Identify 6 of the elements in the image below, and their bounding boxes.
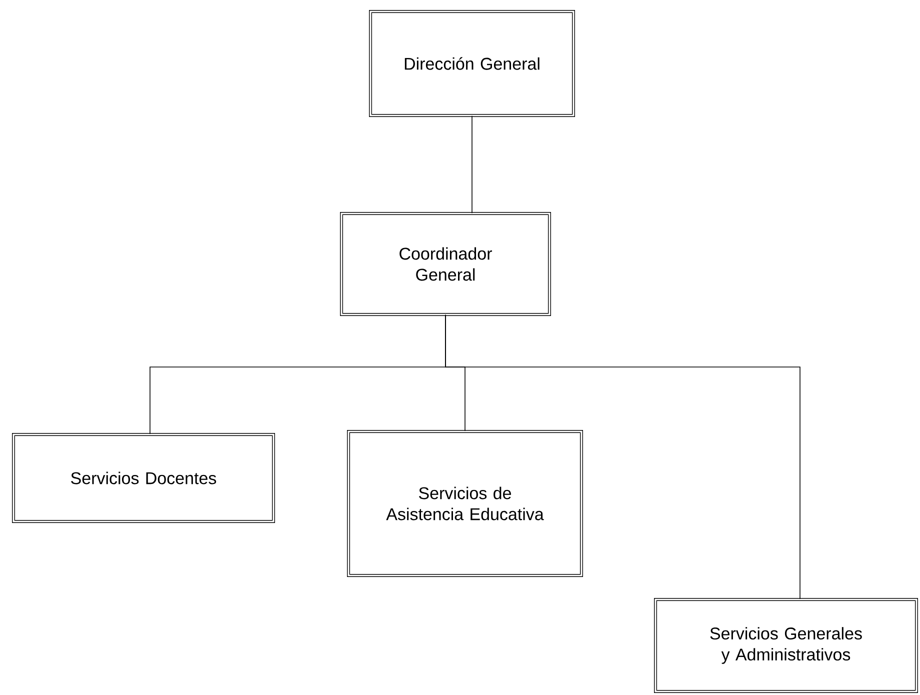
org-box: Servicios de Asistencia Educativa	[347, 430, 583, 577]
org-box: Coordinador General	[340, 212, 551, 316]
org-box: Servicios Docentes	[12, 433, 275, 523]
org-box: Dirección General	[369, 10, 575, 117]
connector-line	[445, 314, 800, 600]
org-box: Servicios Generales y Administrativos	[654, 598, 918, 693]
